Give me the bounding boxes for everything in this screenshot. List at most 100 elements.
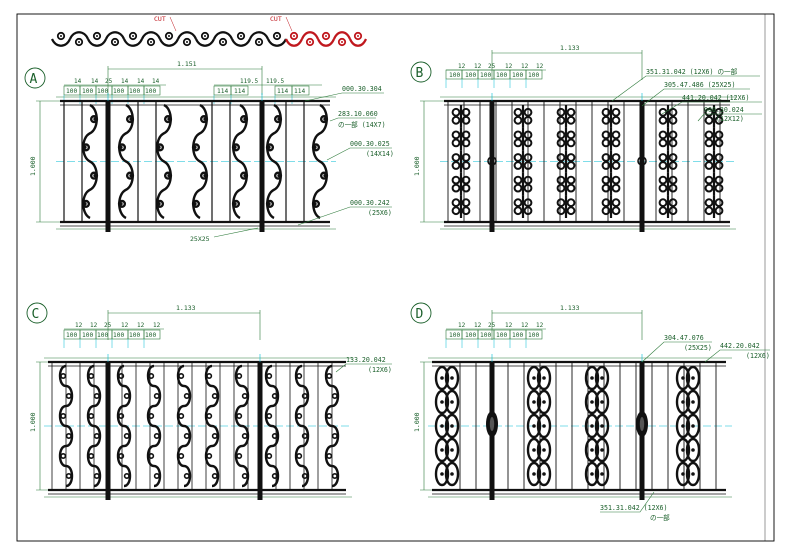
scroll-bar — [232, 103, 248, 220]
c-curl-eye — [236, 372, 243, 379]
scroll-curl-dot — [243, 117, 247, 121]
scroll-curl — [191, 199, 201, 208]
strip-wave — [248, 31, 270, 40]
c-curl-eye — [118, 412, 125, 419]
oval-dot — [691, 424, 695, 428]
c-curl-eye — [148, 412, 155, 419]
lattice-loop — [451, 107, 461, 117]
panel-c-100: 100 — [129, 332, 140, 339]
lattice-loop — [611, 198, 621, 208]
lattice-loop — [556, 138, 566, 148]
lattice-loop — [714, 175, 724, 185]
scroll-curl-dot — [243, 174, 247, 178]
lattice-loop — [513, 115, 523, 125]
panel-b-dim: 12 — [536, 63, 544, 70]
panel-a-dim: 14 — [74, 78, 82, 85]
c-curl-eye — [296, 452, 303, 459]
panel-a-100: 100 — [82, 88, 93, 95]
dim-box — [291, 85, 310, 96]
lattice-loop — [658, 107, 668, 117]
panel-a: A 1.151 14 14 25 14 14 14 119.5 119.5 10… — [24, 60, 394, 243]
panel-c-100: 100 — [66, 332, 77, 339]
lattice-loop — [523, 138, 533, 148]
c-curl-eye — [123, 472, 130, 479]
oval-dot — [440, 400, 444, 404]
lattice-loop — [451, 161, 461, 170]
strip-wave — [122, 38, 144, 47]
scroll-curl — [81, 199, 91, 208]
lattice-loop — [556, 175, 566, 185]
panel-a-callout: 283.10.060 — [338, 110, 378, 118]
scroll-curl — [311, 199, 321, 208]
panel-c-callout: 133.20.042 — [346, 356, 386, 364]
strip-wave-cut — [332, 31, 352, 40]
strip-wave — [230, 38, 252, 47]
panel-d-100: 100 — [496, 332, 507, 339]
strip-wave — [176, 31, 198, 40]
panel-c-dim: 12 — [75, 322, 83, 329]
panel-b-letter: B — [416, 66, 424, 81]
scroll-curl — [155, 199, 165, 208]
lattice-loop — [704, 198, 714, 208]
strip-dot — [78, 41, 80, 43]
scroll-curl-dot — [129, 174, 133, 178]
panel-a-callout: (25X6) — [368, 209, 392, 217]
scroll-bar — [156, 103, 172, 220]
c-curl-eye — [206, 412, 213, 419]
lattice-loop — [601, 206, 611, 216]
c-curl — [211, 384, 220, 408]
scroll-curl-dot — [193, 145, 197, 149]
oval-dot — [542, 376, 546, 380]
c-curl-eye — [178, 372, 185, 379]
c-curl-eye — [241, 392, 248, 399]
oval-loop — [685, 365, 701, 391]
c-curl-eye — [153, 392, 160, 399]
main-post — [105, 101, 111, 232]
lattice-loop — [513, 206, 523, 216]
oval-loop — [584, 437, 600, 463]
c-curl-eye — [93, 472, 100, 479]
scroll-curl — [117, 199, 127, 208]
cut-label-2: CUT — [270, 15, 282, 23]
main-post — [259, 101, 265, 232]
lattice-loop — [668, 198, 678, 208]
panel-d-100: 100 — [465, 332, 476, 339]
c-curl-eye — [183, 472, 190, 479]
c-curl — [183, 464, 192, 488]
oval-dot — [532, 424, 536, 428]
post-collar — [487, 156, 497, 166]
panel-a-100: 100 — [129, 88, 140, 95]
lattice-loop — [566, 138, 576, 148]
oval-dot — [532, 400, 536, 404]
panel-a-callout: 000.30.025 — [350, 140, 390, 148]
strip-wave — [104, 31, 126, 40]
lattice-loop — [461, 107, 471, 117]
oval-loop — [584, 365, 600, 391]
lattice-loop — [714, 115, 724, 125]
scroll-curl — [311, 143, 321, 152]
panel-a-dim: 14 — [152, 78, 160, 85]
c-curl-eye — [93, 392, 100, 399]
main-post — [489, 101, 495, 232]
oval-dot — [681, 400, 685, 404]
panel-a-overall-dim: 1.151 — [177, 60, 197, 68]
c-curl — [234, 404, 243, 428]
panel-d-100: 100 — [512, 332, 523, 339]
c-curl-eye — [60, 452, 67, 459]
c-curl-eye — [236, 412, 243, 419]
panel-a-dim: 14 — [121, 78, 129, 85]
c-curl — [176, 404, 185, 428]
c-curl-eye — [148, 452, 155, 459]
c-curl — [176, 444, 185, 468]
scroll-curl — [89, 171, 99, 180]
strip-curl — [218, 37, 228, 47]
lattice-loop — [451, 206, 461, 216]
panel-d-letter: D — [416, 307, 424, 322]
oval-dot — [532, 448, 536, 452]
oval-loop — [536, 389, 552, 415]
lattice-loop — [523, 198, 533, 208]
c-curl — [86, 404, 95, 428]
c-curl-eye — [88, 452, 95, 459]
scroll-curl — [231, 199, 241, 208]
